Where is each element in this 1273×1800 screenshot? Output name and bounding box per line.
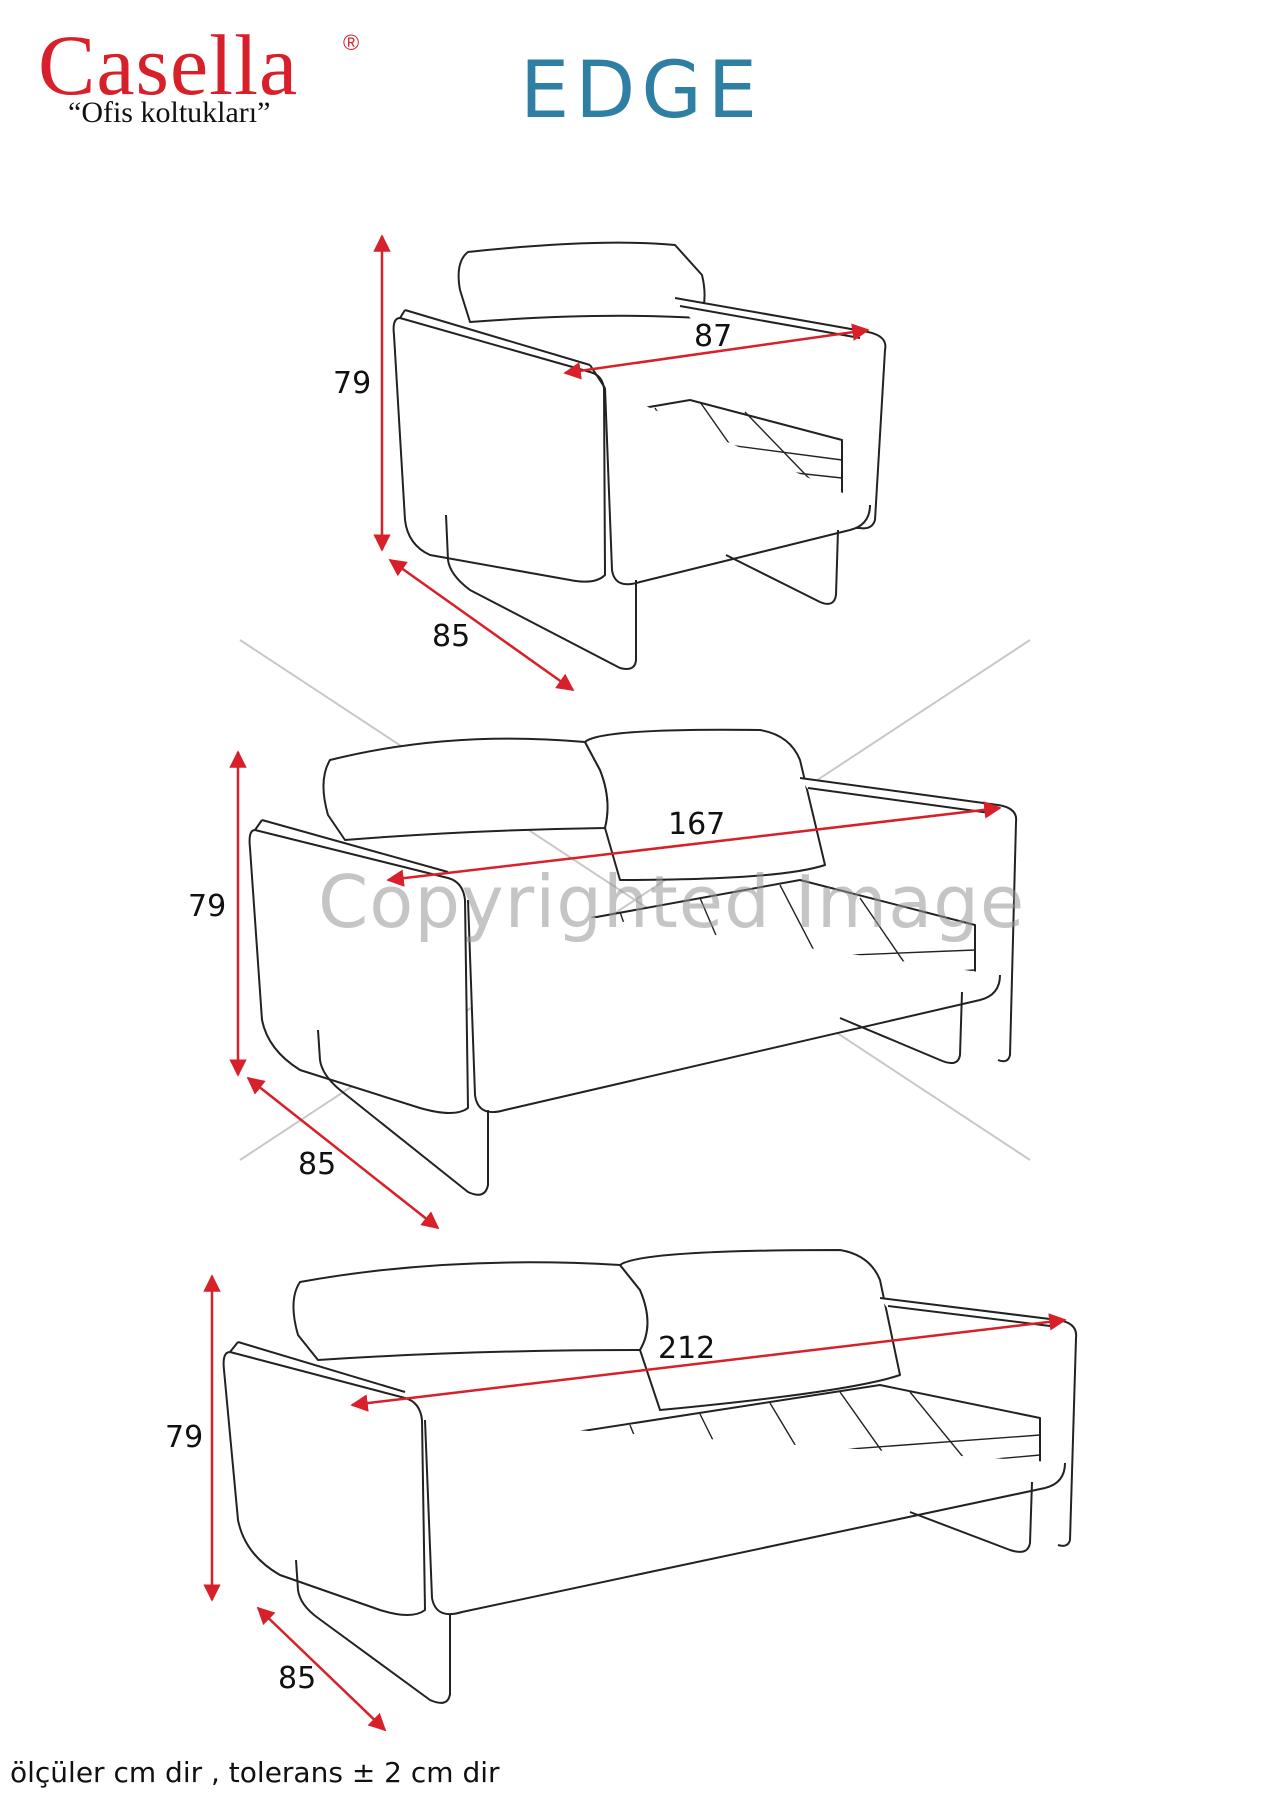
- three-seater-height-label: 79: [165, 1420, 204, 1455]
- brand-name: Casella: [38, 17, 299, 113]
- watermark-text: Copyrighted Image: [318, 860, 1026, 944]
- three-seater-width-label: 212: [658, 1331, 716, 1366]
- three-seater-width-arrow: [350, 1313, 1067, 1412]
- two-seater-drawing: [248, 728, 1018, 1196]
- two-seater-dimension-arrows: [229, 750, 1002, 1230]
- two-seater-width-arrow: [386, 801, 1002, 887]
- armchair-drawing: [392, 241, 887, 670]
- armchair-width-label: 87: [694, 319, 733, 354]
- armchair-depth-label: 85: [432, 619, 471, 654]
- brand-logo: Casella ®: [38, 17, 359, 113]
- two-seater-width-label: 167: [668, 807, 726, 842]
- footnote: ölçüler cm dir , tolerans ± 2 cm dir: [10, 1756, 500, 1789]
- product-title: EDGE: [520, 46, 764, 136]
- armchair-dimension-arrows: [373, 234, 870, 692]
- two-seater-depth-arrow: [246, 1076, 440, 1230]
- brand-tagline: “Ofis koltukları”: [68, 96, 271, 129]
- armchair-height-label: 79: [333, 366, 372, 401]
- three-seater-dimension-arrows: [203, 1274, 1067, 1732]
- three-seater-depth-arrow: [256, 1606, 387, 1732]
- three-seater-depth-label: 85: [278, 1661, 317, 1696]
- armchair-depth-arrow: [388, 558, 575, 692]
- three-seater-drawing: [222, 1249, 1078, 1704]
- registered-mark: ®: [343, 30, 360, 55]
- two-seater-height-label: 79: [188, 889, 227, 924]
- two-seater-depth-label: 85: [298, 1147, 337, 1182]
- armchair-width-arrow: [563, 323, 870, 380]
